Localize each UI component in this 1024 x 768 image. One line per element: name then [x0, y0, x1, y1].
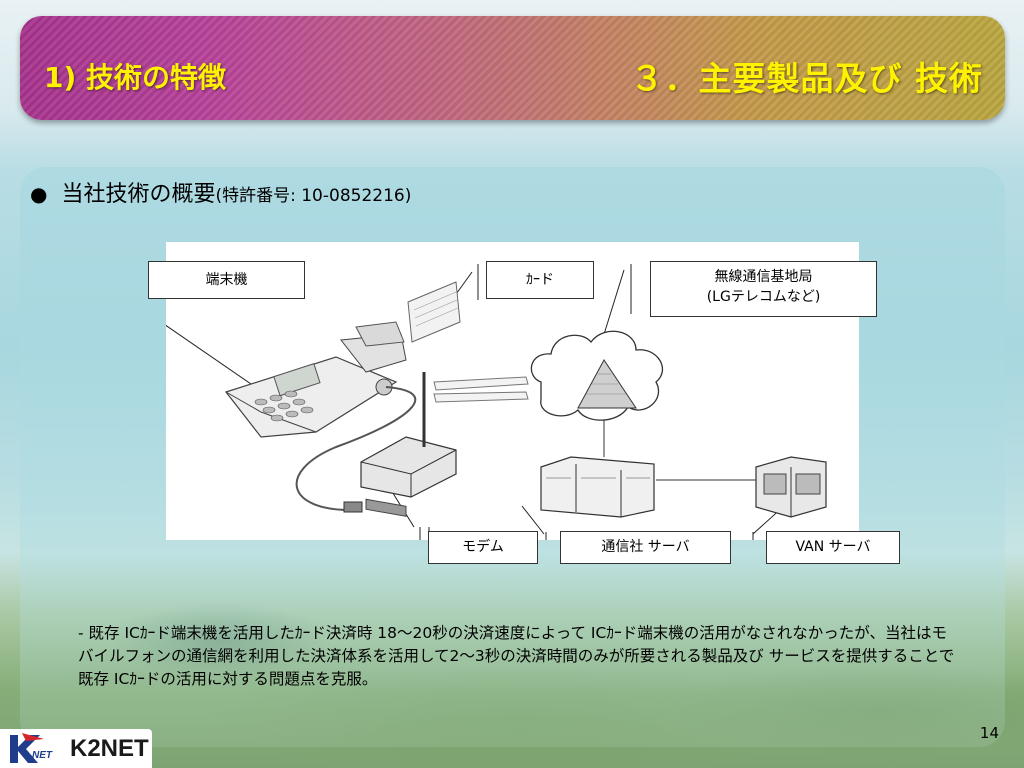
section-title: 1) 技術の特徴 — [44, 61, 227, 94]
carrier-server-icon — [540, 456, 655, 518]
k2net-mark-icon — [10, 733, 44, 763]
label-terminal: 端末機 — [148, 261, 305, 299]
company-logo: NET K2NET — [0, 729, 152, 768]
diagram-graphic — [128, 264, 827, 562]
label-van-server: VAN サーバ — [766, 531, 900, 564]
logo-text: K2NET — [70, 735, 149, 762]
bullet-heading: ● 当社技術の概要(特許番号: 10-0852216) — [30, 176, 411, 208]
patent-number: (特許番号: 10-0852216) — [215, 186, 412, 206]
logo-net-text: NET — [32, 750, 52, 761]
page-number: 14 — [979, 724, 999, 742]
label-modem: モデム — [428, 531, 538, 564]
label-card: ｶｰド — [486, 261, 594, 299]
network-cloud-icon — [530, 330, 664, 421]
ic-card-icon — [407, 281, 461, 343]
description-text: - 既存 ICｶｰド端末機を活用したｶｰド決済時 18～20秒の決済速度によって… — [78, 624, 955, 688]
card-terminal-icon — [224, 321, 407, 438]
label-base-station: 無線通信基地局 (LGテレコムなど) — [650, 261, 877, 317]
label-base-station-line1: 無線通信基地局 — [714, 269, 813, 285]
label-base-station-line2: (LGテレコムなど) — [706, 289, 821, 305]
title-banner: 1) 技術の特徴 ３．主要製品及び 技術 — [20, 16, 1005, 120]
chapter-title: ３．主要製品及び 技術 — [630, 59, 983, 98]
bullet-title: 当社技術の概要 — [61, 182, 216, 207]
van-server-icon — [755, 456, 827, 518]
label-carrier-server: 通信社 サーバ — [560, 531, 731, 564]
bullet-dot-icon: ● — [30, 182, 48, 206]
modem-icon — [360, 372, 457, 517]
